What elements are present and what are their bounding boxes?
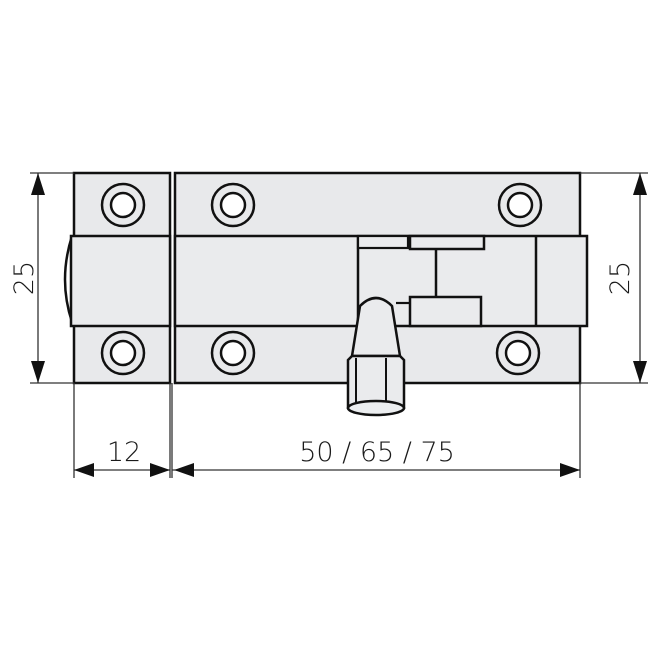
bolt-handle: [346, 296, 406, 417]
screw-hole-icon: [495, 330, 541, 376]
screw-hole-icon: [497, 182, 543, 228]
dim-left-height: 25: [9, 261, 40, 295]
bolt-tip-curve: [63, 235, 74, 323]
dim-right-height: 25: [605, 261, 636, 295]
dim-bolt-length: 50 / 65 / 75: [299, 437, 455, 468]
screw-hole-icon: [210, 182, 256, 228]
screw-hole-icon: [100, 182, 146, 228]
dimension-lines: [30, 172, 648, 478]
keeper-plate: [63, 171, 172, 385]
keeper-bolt-band: [69, 234, 172, 328]
screw-hole-icon: [210, 330, 256, 376]
dim-keeper-width: 12: [107, 437, 141, 468]
screw-hole-icon: [100, 330, 146, 376]
